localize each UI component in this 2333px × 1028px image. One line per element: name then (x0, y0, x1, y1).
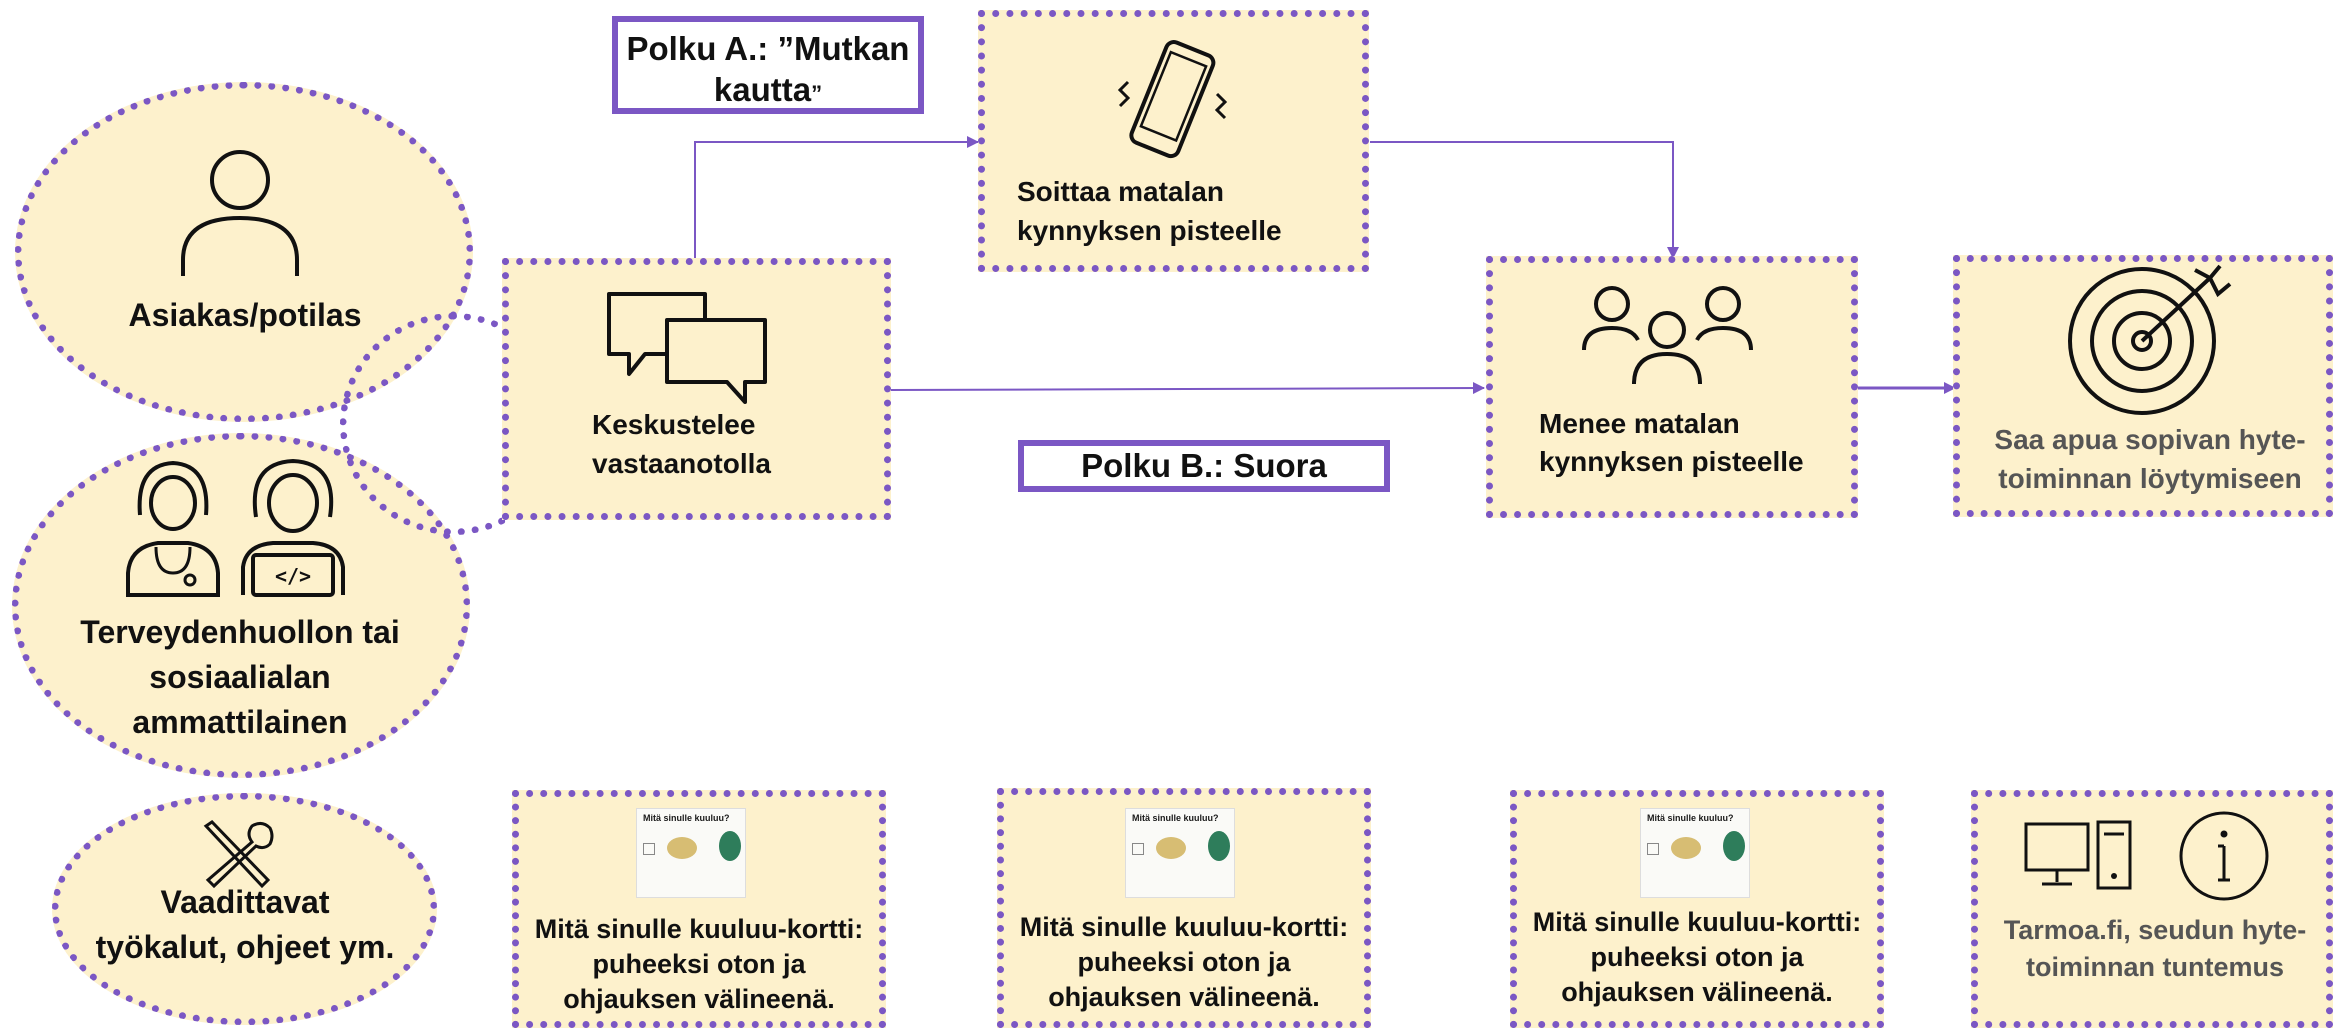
discuss-label: Keskustelee vastaanotolla (592, 409, 771, 479)
card-thumbnail-3-title: Mitä sinulle kuuluu? (1647, 813, 1734, 823)
path-a-label: Polku A.: ”Mutkan kautta” (612, 16, 924, 114)
arrow-discuss-to-phone (694, 136, 979, 262)
phone-ringing-icon (1117, 40, 1228, 159)
card-thumbnail-1: Mitä sinulle kuuluu? (636, 808, 746, 898)
card-thumbnail-2: Mitä sinulle kuuluu? (1125, 808, 1235, 898)
info-icon (2179, 811, 2269, 901)
visit-box (1486, 256, 1858, 518)
info-label: Tarmoa.fi, seudun hyte-toiminnan tuntemu… (2003, 915, 2307, 982)
visit-label: Menee matalan kynnyksen pisteelle (1539, 408, 1804, 477)
tools-label: Vaadittavat työkalut, ohjeet ym. (95, 884, 395, 965)
path-a-text: Polku A.: ”Mutkan kautta (626, 30, 910, 109)
path-b-label: Polku B.: Suora (1018, 440, 1390, 492)
result-label: Saa apua sopivan hyte-toiminnan löytymis… (1994, 424, 2306, 494)
computer-icon (2024, 820, 2132, 890)
group-icon (1582, 286, 1753, 385)
result-box (1953, 255, 2333, 517)
info-box (1971, 790, 2333, 1028)
arrow-discuss-to-visit (889, 382, 1485, 395)
tools-oval (52, 793, 437, 1025)
card-thumbnail-3: Mitä sinulle kuuluu? (1640, 808, 1750, 898)
speech-bubbles-icon (607, 292, 767, 404)
card-label-1: Mitä sinulle kuuluu-kortti: puheeksi oto… (534, 914, 864, 1014)
card-thumbnail-2-title: Mitä sinulle kuuluu? (1132, 813, 1219, 823)
professional-label: Terveydenhuollon tai sosiaalialan ammatt… (80, 614, 400, 740)
card-thumbnail-1-title: Mitä sinulle kuuluu? (643, 813, 730, 823)
tools-icon (203, 820, 274, 889)
phone-label: Soittaa matalan kynnyksen pisteelle (1017, 176, 1282, 246)
svg-text:</>: </> (275, 564, 311, 588)
target-icon (2068, 264, 2232, 415)
professional-oval (12, 433, 470, 778)
card-label-3: Mitä sinulle kuuluu-kortti: puheeksi oto… (1532, 907, 1862, 1007)
health-and-it-professionals-icon: </> (126, 458, 345, 597)
person-icon (181, 150, 299, 276)
client-label: Asiakas/potilas (128, 297, 362, 333)
arrow-phone-to-visit (1370, 141, 1679, 259)
card-label-2: Mitä sinulle kuuluu-kortti: puheeksi oto… (1019, 912, 1349, 1012)
path-a-quote: ” (811, 81, 823, 107)
